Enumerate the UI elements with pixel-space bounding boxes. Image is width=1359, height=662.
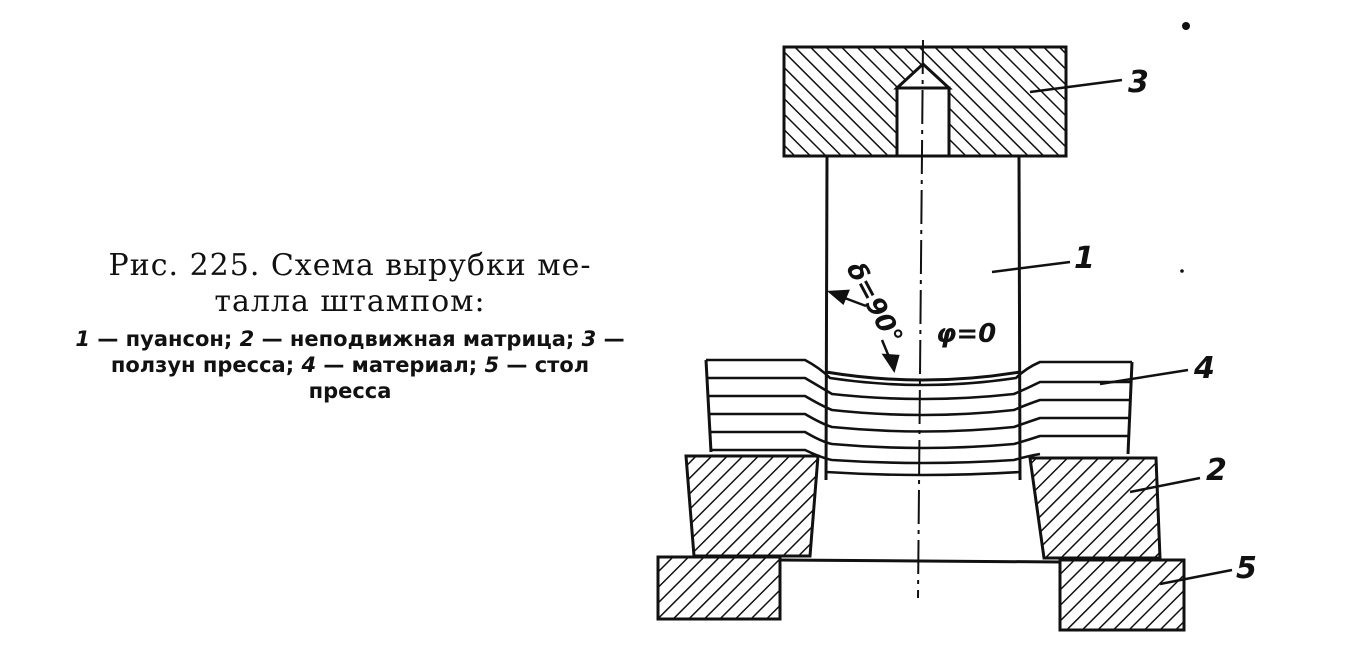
press-table	[656, 555, 1186, 632]
legend-num-4: 4	[301, 353, 317, 377]
press-slide	[782, 45, 1068, 158]
angle-delta-label: δ=90°	[840, 257, 908, 350]
legend-num-1: 1	[75, 327, 91, 351]
caption-title: Рис. 225. Схема вырубки ме- талла штампо…	[70, 248, 630, 320]
legend-num-2: 2	[239, 327, 255, 351]
legend-text-2: — неподвижная матрица;	[254, 327, 582, 351]
legend-text-1: — пуансон;	[90, 327, 240, 351]
legend-text-5: — стол пресса	[308, 353, 590, 403]
label-slide: 3	[1128, 65, 1149, 100]
caption-title-line2: талла штампом:	[214, 284, 486, 319]
leader-lines	[991, 78, 1233, 586]
figure-caption: Рис. 225. Схема вырубки ме- талла штампо…	[70, 248, 630, 404]
legend-num-5: 5	[484, 353, 500, 377]
legend-text-3: — ползун пресса;	[110, 327, 625, 377]
angle-arrows	[826, 289, 900, 373]
angle-phi-label: φ=0	[936, 319, 996, 349]
material-strip	[704, 358, 1134, 477]
center-axis	[917, 39, 924, 599]
print-speck	[1180, 269, 1184, 273]
legend-text-4: — материал;	[316, 353, 485, 377]
legend-num-3: 3	[581, 327, 597, 351]
label-punch: 1	[1074, 241, 1095, 276]
label-table: 5	[1236, 551, 1257, 586]
print-speck	[1182, 22, 1190, 30]
label-material: 4	[1193, 351, 1215, 386]
fixed-die	[684, 454, 1162, 560]
label-die: 2	[1206, 453, 1227, 488]
caption-title-line1: Рис. 225. Схема вырубки ме-	[108, 248, 592, 283]
caption-legend: 1 — пуансон; 2 — неподвижная матрица; 3 …	[70, 326, 630, 404]
